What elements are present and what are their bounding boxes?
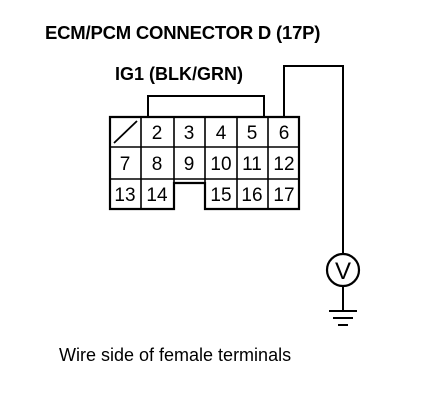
terminal-12: 12 [273,154,294,175]
terminal-14: 14 [146,185,168,206]
diagram-title: ECM/PCM CONNECTOR D (17P) [45,22,321,43]
terminal-15: 15 [210,185,231,206]
terminal-10: 10 [210,154,231,175]
ig1-bracket [147,95,265,117]
unused-terminal-slash [113,120,138,144]
connector-grid [110,117,299,209]
diagram-caption: Wire side of female terminals [59,345,292,365]
terminal-4: 4 [216,123,227,144]
terminal-3: 3 [184,123,195,144]
terminal-16: 16 [241,185,262,206]
terminal-11: 11 [242,154,262,175]
terminal-6: 6 [279,123,290,144]
terminal-9: 9 [184,154,195,175]
terminal-labels: 2 3 4 5 6 7 8 9 10 11 12 13 14 15 16 17 [114,123,294,206]
terminal-13: 13 [114,185,135,206]
voltmeter-symbol: V [335,258,351,285]
wire-label: IG1 (BLK/GRN) [115,64,243,84]
terminal-7: 7 [120,154,131,175]
ground-icon [329,310,357,326]
voltmeter-icon: V [325,252,361,288]
terminal-8: 8 [152,154,163,175]
terminal-2: 2 [152,123,163,144]
terminal-5: 5 [247,123,258,144]
terminal-17: 17 [273,185,294,206]
probe-wire [283,65,344,254]
